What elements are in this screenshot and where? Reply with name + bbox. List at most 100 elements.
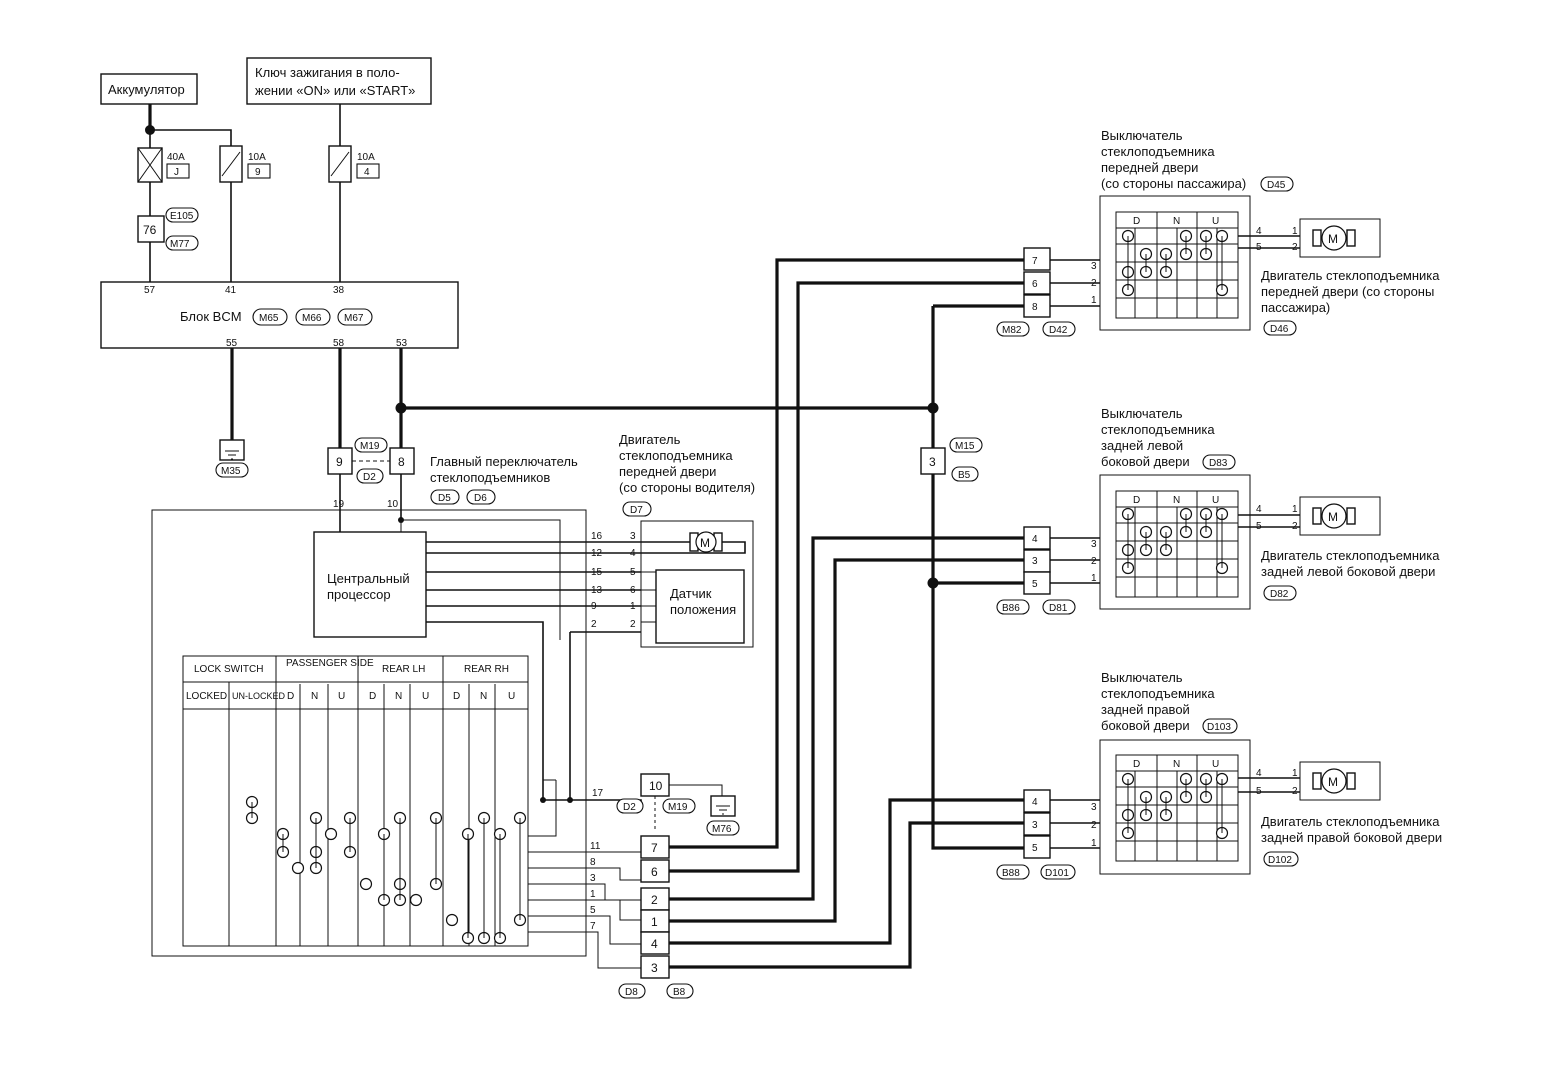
switch-matrix-table [182,655,529,947]
bcm-label: Блок BCM [180,309,242,324]
m35-code: M35 [221,466,241,477]
drv-wire-13: 13 [591,585,603,596]
driver-motor-box [640,520,754,648]
rrh-motor-title-1: Двигатель стеклоподъемника [1261,814,1440,829]
fp-motor-title-2: передней двери (со стороны [1261,284,1434,299]
m19-pin-8: 8 [398,455,405,469]
d8-pin-2: 2 [651,893,658,907]
front-passenger-motor-icon: M [1312,225,1356,251]
d7-code-box [622,501,652,517]
rrh-hdr-d: D [1133,759,1140,770]
rlh-hdr-d: D [1133,495,1140,506]
rear-rh-motor-icon: M [1312,768,1356,794]
e105-code: E105 [170,211,194,222]
m76-wire-17: 17 [592,788,604,799]
rlh-switch-title-1: Выключатель [1101,406,1183,421]
matrix-contact-4 [291,861,305,875]
fp-sw-pin-5: 5 [1256,242,1262,253]
fp-conn-pin-7: 7 [1032,256,1038,267]
ground-icon [219,439,245,461]
rrh-conn-pin-5: 5 [1032,843,1038,854]
drv-wire-12: 12 [591,548,603,559]
table-unlocked: UN-LOCKED [232,691,286,701]
d101-code-box [1040,864,1076,880]
rlh-conn-pin-5: 5 [1032,579,1038,590]
d83-code-box [1202,454,1236,470]
table-pass-u: U [338,691,345,702]
rrh-switch-title-1: Выключатель [1101,670,1183,685]
d2-code-box [356,468,384,484]
fp-sw-pin-2: 2 [1091,278,1097,289]
m15-code-box [949,437,983,453]
d81-code-box [1042,599,1076,615]
m19-code-box [354,437,388,453]
driver-motor-icon: M [689,531,723,553]
rlh-sw-pin-2: 2 [1091,556,1097,567]
d46-code: D46 [1270,324,1289,335]
bcm-code-m66-box [295,308,331,326]
b88-code: B88 [1002,868,1020,879]
driver-motor-m: M [700,536,710,550]
d8-pin-1: 1 [651,915,658,929]
fuse-40a-slot: J [174,167,179,178]
drv-wire-9: 9 [591,601,597,612]
table-rrh-u: U [508,691,515,702]
d8-wire-5: 5 [590,905,596,916]
d42-code: D42 [1049,325,1068,336]
rlh-hdr-u: U [1212,495,1219,506]
fuse-10a-4-rating: 10A [357,152,375,163]
m76-code-box [706,820,740,836]
rlh-sw-pin-3: 3 [1091,539,1097,550]
ignition-box [246,57,432,105]
rlh-motor-pin-1: 1 [1292,504,1298,515]
m76-code: M76 [712,824,732,835]
fuse-40a-icon [137,147,163,183]
position-sensor-box [655,569,745,644]
drv-pin-6: 6 [630,585,636,596]
main-switch-pin-19: 19 [333,499,345,510]
rlh-motor-m: M [1328,510,1338,524]
rlh-motor-title-2: задней левой боковой двери [1261,564,1435,579]
battery-box [100,73,198,105]
fp-sw-pin-4: 4 [1256,226,1262,237]
d5-code: D5 [438,493,451,504]
table-pass-d: D [287,691,294,702]
rrh-switch-title-3: задней правой [1101,702,1190,717]
rear-lh-section [1023,474,1381,610]
d102-code-box [1263,851,1299,867]
d8-pin-4: 4 [651,937,658,951]
rrh-motor-pin-2: 2 [1292,786,1298,797]
m19-pin-8-box [389,447,415,475]
rlh-sw-pin-4: 4 [1256,504,1262,515]
drv-pin-1: 1 [630,601,636,612]
table-pass-n: N [311,691,318,702]
rear-lh-motor-icon: M [1312,503,1356,529]
bcm-pin-55: 55 [226,338,238,349]
fp-motor-title-1: Двигатель стеклоподъемника [1261,268,1440,283]
d82-code: D82 [1270,589,1289,600]
matrix-contact-11 [359,877,373,891]
m19-pin-9: 9 [336,455,343,469]
position-sensor-label-1: Датчик [670,586,712,601]
fp-hdr-d: D [1133,216,1140,227]
fuse-10a-4-slot-box [356,163,380,179]
rrh-sw-pin-2: 2 [1091,820,1097,831]
cpu-label-1: Центральный [327,571,410,586]
m15-pin-box [920,447,946,475]
bcm-code-m65: M65 [259,313,279,324]
d8-pin-6: 6 [651,865,658,879]
d103-code-box [1202,718,1238,734]
bcm-pin-57: 57 [144,285,156,296]
d8-wire-11: 11 [590,841,601,852]
rrh-motor-title-2: задней правой боковой двери [1261,830,1442,845]
table-passenger-side: PASSENGER SIDE [286,658,374,669]
drv-pin-5: 5 [630,567,636,578]
rlh-motor-title-1: Двигатель стеклоподъемника [1261,548,1440,563]
table-rlh-u: U [422,691,429,702]
rrh-hdr-n: N [1173,759,1180,770]
table-rear-rh: REAR RH [464,664,509,675]
m82-code: M82 [1002,325,1022,336]
fp-sw-pin-1: 1 [1091,295,1097,306]
fuse-10a-9-slot: 9 [255,167,261,178]
